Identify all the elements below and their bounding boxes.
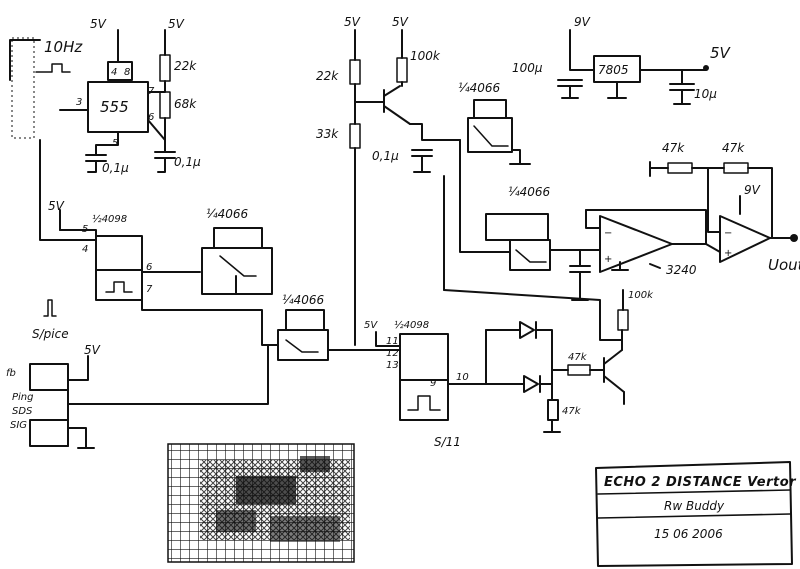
pin-4b-label: 4 [82, 244, 88, 255]
relay-switch-d: ¼4066 [485, 185, 601, 301]
r-22k-a: 22k [174, 59, 197, 73]
pin-6b-label: 6 [146, 262, 152, 273]
power-5v-2: 5V [168, 17, 185, 31]
regulator-section: 9V 100µ 7805 5V 10µ [512, 15, 732, 105]
ping-sensor-connector: S/pice fb Ping SDS SIG 5V [6, 299, 269, 449]
power-9v-1: 9V [574, 15, 591, 29]
pin-7b-label: 7 [146, 284, 153, 295]
power-5v-7: 5V [48, 199, 65, 213]
out-uout: Uout [768, 256, 800, 274]
pin-11-label: 11 [386, 336, 399, 347]
relay-switch-a: ¼4066 [201, 207, 273, 295]
r-100k: 100k [410, 49, 441, 63]
r-68k: 68k [174, 97, 197, 111]
r-47k-d: 47k [562, 406, 582, 417]
opamp-1 [599, 215, 673, 273]
ping-tx-label: fb [6, 368, 16, 379]
svg-text:+: + [604, 254, 612, 265]
author-text: Rw Buddy [664, 499, 725, 513]
title-text: ECHO 2 DISTANCE Vertor [604, 475, 797, 490]
pulse-s-label: S/pice [32, 327, 69, 341]
svg-text:−: − [604, 228, 612, 239]
pin-5-label: 5 [112, 138, 118, 149]
ic-555-label: 555 [100, 98, 129, 116]
r-22k-b: 22k [316, 69, 339, 83]
relay-switch-b: ¼4066 [277, 293, 351, 361]
s-label: S/11 [434, 435, 461, 449]
relay-4066-d-label: ¼4066 [508, 185, 551, 199]
pcb-photo [167, 443, 355, 563]
c-100u: 100µ [512, 61, 543, 75]
r-47k-b: 47k [722, 141, 745, 155]
c-01u-a: 0,1µ [102, 161, 129, 175]
ping-gnd-label: SIG [10, 420, 27, 431]
opamp-3240-label: 3240 [666, 263, 697, 277]
power-5v-3: 5V [344, 15, 361, 29]
pin-6-label: 6 [148, 112, 154, 123]
pin-3-label: 3 [76, 97, 82, 108]
ic-4098-b [399, 333, 449, 381]
monostable-4098-b: 5V ½4098 11 12 13 9 10 S/11 47k 47k [349, 175, 654, 449]
transistor-driver-top: 5V 22k 33k 5V 100k 0,1µ [316, 15, 461, 346]
opamp-stage: − + 3240 47k 47k 9V − + Uout [585, 141, 800, 277]
reg-7805-label: 7805 [598, 63, 629, 77]
ping-transducer-top [29, 363, 69, 391]
relay-4066-a-label: ¼4066 [206, 207, 249, 221]
pin-10-label: 10 [456, 372, 469, 383]
pin-8-label: 8 [124, 67, 130, 78]
r-47k-a: 47k [662, 141, 685, 155]
relay-4066-b-label: ¼4066 [282, 293, 325, 307]
pin-12-label: 12 [386, 348, 399, 359]
pin-9-label: 9 [430, 378, 436, 389]
power-5v-8: 5V [84, 343, 101, 357]
pin-4-label: 4 [111, 67, 117, 78]
c-01u-c: 0,1µ [372, 149, 399, 163]
c-01u-b: 0,1µ [174, 155, 201, 169]
ping-label: Ping [12, 392, 34, 403]
svg-text:+: + [724, 248, 732, 259]
ic-4098-b-label: ½4098 [394, 319, 429, 331]
opamp-2 [719, 215, 771, 263]
power-9v-2: 9V [744, 183, 761, 197]
power-5v-6: 5V [364, 320, 378, 331]
r-33k: 33k [316, 127, 339, 141]
ic-4098-a [95, 235, 143, 271]
pin-13-label: 13 [386, 360, 399, 371]
title-block: ECHO 2 DISTANCE Vertor Rw Buddy 15 06 20… [595, 461, 797, 567]
ping-transducer-bottom [29, 419, 69, 447]
ping-rx-label: SDS [12, 406, 33, 417]
c-10u: 10µ [694, 87, 717, 101]
power-5v-5: 5V [710, 44, 732, 62]
relay-4066-c-label: ¼4066 [458, 81, 501, 95]
power-5v-4: 5V [392, 15, 409, 29]
freq-label: 10Hz [44, 38, 83, 56]
ic-4098-a-label: ½4098 [92, 213, 127, 225]
power-5v-1: 5V [90, 17, 107, 31]
relay-switch-c: ¼4066 [458, 81, 531, 253]
r-100k-b: 100k [628, 290, 654, 301]
svg-text:−: − [724, 228, 732, 239]
r-47k-c: 47k [568, 352, 588, 363]
monostable-4098-a: 5V 5 4 ½4098 6 7 [48, 199, 279, 346]
date-text: 15 06 2006 [654, 527, 723, 541]
oscillator-555-section: 10Hz 3 5V 4 8 555 7 6 5 5V 22k 68k 0,1µ … [9, 17, 201, 241]
